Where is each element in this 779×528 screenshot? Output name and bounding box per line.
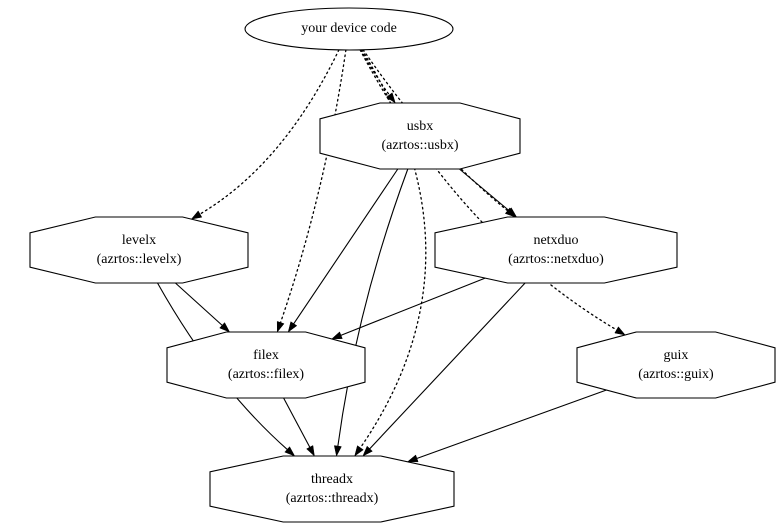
nodes-layer: your device codeusbx(azrtos::usbx)levelx…: [29, 7, 776, 523]
node-label-secondary-levelx: (azrtos::levelx): [97, 252, 182, 267]
node-usbx[interactable]: usbx(azrtos::usbx): [319, 102, 521, 170]
arrowhead-device-to-filex: [276, 321, 285, 333]
node-filex[interactable]: filex(azrtos::filex): [166, 331, 366, 399]
node-label-primary-netxduo: netxduo: [533, 233, 578, 248]
edge-guix-to-threadx: [416, 389, 607, 460]
arrowhead-usbx-to-netxduo: [506, 207, 518, 218]
edge-netxduo-to-threadx: [368, 282, 526, 450]
edge-filex-to-threadx: [283, 397, 311, 448]
arrowhead-levelx-to-threadx: [284, 446, 296, 457]
edges-layer: [157, 49, 626, 463]
node-label-secondary-netxduo: (azrtos::netxduo): [508, 252, 604, 267]
node-shape-netxduo: [434, 216, 678, 284]
node-guix[interactable]: guix(azrtos::guix): [576, 331, 776, 399]
arrowhead-usbx-to-filex: [287, 321, 298, 333]
edge-device-to-threadx: [359, 49, 427, 449]
arrowhead-device-to-guix: [614, 326, 626, 336]
node-netxduo[interactable]: netxduo(azrtos::netxduo): [434, 216, 678, 284]
edge-levelx-to-filex: [175, 282, 223, 327]
node-label-secondary-guix: (azrtos::guix): [638, 367, 714, 382]
arrowhead-device-to-usbx: [386, 92, 396, 104]
node-label-primary-usbx: usbx: [407, 119, 433, 134]
arrowhead-device-to-levelx: [190, 210, 203, 220]
node-levelx[interactable]: levelx(azrtos::levelx): [29, 216, 249, 284]
node-label-primary-device: your device code: [301, 21, 397, 36]
arrowhead-guix-to-threadx: [406, 454, 419, 463]
node-label-secondary-usbx: (azrtos::usbx): [382, 138, 459, 153]
node-shape-filex: [166, 331, 366, 399]
arrowhead-device-to-threadx: [354, 445, 364, 457]
edge-usbx-to-netxduo: [459, 168, 510, 212]
node-label-primary-threadx: threadx: [311, 472, 353, 487]
arrowhead-filex-to-threadx: [306, 445, 315, 457]
node-label-secondary-filex: (azrtos::filex): [228, 367, 305, 382]
node-label-primary-filex: filex: [253, 348, 279, 363]
node-shape-device: [244, 7, 454, 51]
edge-device-to-filex: [279, 49, 347, 324]
edge-device-to-guix: [359, 49, 618, 331]
node-label-secondary-threadx: (azrtos::threadx): [286, 491, 379, 506]
node-label-primary-levelx: levelx: [122, 233, 156, 248]
edge-netxduo-to-filex: [340, 277, 486, 337]
node-device[interactable]: your device code: [244, 7, 454, 51]
node-threadx[interactable]: threadx(azrtos::threadx): [209, 455, 455, 523]
arrowhead-netxduo-to-threadx: [362, 445, 373, 457]
node-shape-usbx: [319, 102, 521, 170]
node-label-primary-guix: guix: [664, 348, 689, 363]
edge-device-to-levelx: [198, 49, 340, 215]
arrowhead-netxduo-to-filex: [331, 331, 343, 340]
edge-usbx-to-threadx: [337, 168, 409, 447]
edge-usbx-to-filex: [293, 168, 399, 325]
arrowhead-levelx-to-filex: [219, 322, 231, 333]
node-shape-guix: [576, 331, 776, 399]
arrowhead-usbx-to-threadx: [333, 445, 342, 457]
node-shape-levelx: [29, 216, 249, 284]
node-shape-threadx: [209, 455, 455, 523]
edge-device-to-usbx: [360, 49, 391, 97]
